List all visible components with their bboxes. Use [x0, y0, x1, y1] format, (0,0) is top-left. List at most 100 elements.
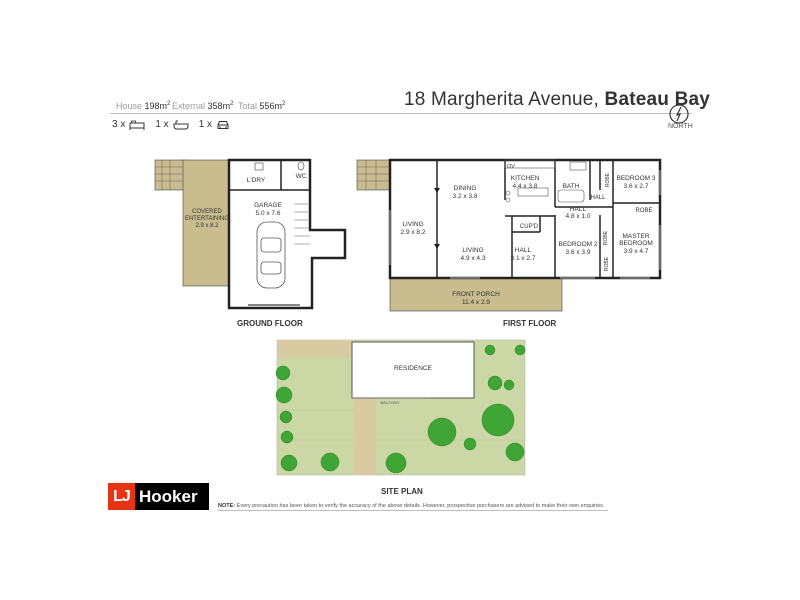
bathroom-count-text: 1 x [155, 119, 169, 130]
note-label: NOTE: [218, 503, 236, 509]
ground-room-dim: 2.9 x 8.2 [195, 223, 219, 229]
garage-count-text: 1 x [198, 119, 213, 130]
first-room-dim: 3.6 x 2.7 [624, 183, 649, 190]
first-room-dim: 3.1 x 2.7 [511, 255, 536, 262]
bath-icon [173, 120, 189, 129]
ground-room-label: COVERED [192, 209, 222, 215]
tree-icon [505, 442, 525, 462]
kitchen-bench [504, 159, 556, 169]
site-balcony-label: BALCONY [380, 400, 399, 405]
first-room-label: ROBE [604, 256, 610, 271]
site-residence [351, 341, 475, 399]
site-plan: RESIDENCE BALCONY [275, 339, 526, 476]
first-room-dim: 3.9 x 4.7 [624, 248, 649, 255]
lj-hooker-logo: LJ Hooker [108, 483, 209, 510]
first-room-dim: 3.2 x 3.8 [453, 193, 478, 200]
first-room-dim: 4.8 x 1.0 [566, 213, 591, 220]
external-area-value: 358m [207, 101, 231, 111]
wc-toilet [297, 161, 305, 171]
bathroom-count: 1 x [155, 119, 189, 130]
vanity [569, 161, 587, 171]
car-icon [217, 120, 229, 129]
first-room-dim: 11.4 x 2.9 [462, 299, 490, 306]
cooktop-icon [505, 190, 511, 196]
disclaimer-note: NOTE: Every precaution has been taken to… [218, 503, 604, 509]
direction-arrow-icon [434, 188, 440, 193]
site-plan-title: SITE PLAN [381, 487, 423, 496]
property-address: 18 Margherita Avenue, Bateau Bay [404, 89, 710, 111]
bathtub [557, 189, 585, 203]
squared-sup: 2 [230, 101, 234, 107]
external-area-label: External [172, 101, 206, 111]
garage-stair-treads [294, 203, 310, 245]
first-room-label: LIVING [462, 247, 483, 254]
external-area: External 358m2 [172, 101, 233, 111]
first-room-label: ROBE [605, 172, 611, 187]
direction-arrow-icon [434, 244, 440, 249]
squared-sup: 2 [282, 101, 286, 107]
total-area-value: 556m [259, 101, 283, 111]
site-top-strip [277, 340, 352, 358]
covered-entertaining-area [182, 159, 230, 287]
address-street: 18 Margherita Avenue, [404, 89, 600, 110]
first-room-label: HALL [570, 206, 587, 213]
ground-floor-plan: L'DRY WC GARAGE 5.0 x 7.6 COVERED ENTERT… [154, 158, 347, 310]
first-room-dim: 4.9 x 4.3 [461, 255, 486, 262]
first-floor-windows [389, 170, 661, 279]
cooktop-icon [505, 197, 511, 203]
footer-divider [218, 510, 608, 511]
tree-icon [514, 344, 526, 356]
tree-icon [427, 417, 457, 447]
first-room-label: HALL [590, 195, 606, 201]
first-room-label: MASTER [622, 233, 649, 240]
first-room-dim: 3.6 x 3.9 [566, 249, 591, 256]
house-area-value: 198m [144, 101, 168, 111]
logo-mark: LJ [108, 483, 135, 510]
first-room-label: CUP'D [520, 224, 539, 230]
first-room-label: LIVING [402, 221, 423, 228]
tree-icon [503, 379, 515, 391]
ground-room-label: WC [296, 173, 307, 180]
first-room-dim: 4.4 x 3.8 [513, 183, 538, 190]
ground-room-label: ENTERTAINING [185, 216, 229, 222]
first-floor-stairs [356, 159, 391, 191]
first-room-label: BEDROOM 2 [558, 241, 597, 248]
tree-icon [275, 365, 291, 381]
total-area: Total 556m2 [238, 101, 285, 111]
site-path [354, 395, 376, 475]
kitchen-island [517, 187, 549, 197]
first-room-label: DINING [454, 185, 477, 192]
garage-count: 1 x [199, 119, 230, 130]
house-area-label: House [116, 101, 143, 111]
tree-icon [487, 375, 503, 391]
tree-icon [385, 452, 407, 474]
north-label: NORTH [668, 123, 693, 130]
car-drawing [256, 221, 286, 289]
first-room-dim: 2.9 x 8.2 [401, 229, 426, 236]
tree-icon [320, 452, 340, 472]
first-room-label: OV [507, 164, 515, 170]
first-room-label: BEDROOM 3 [616, 175, 655, 182]
ground-stair-treads [155, 160, 183, 190]
header-divider [110, 113, 692, 114]
first-stair-treads [357, 160, 390, 190]
ground-room-dim: 5.0 x 7.6 [256, 210, 281, 217]
first-room-label: BEDROOM [619, 240, 653, 247]
ground-room-label: L'DRY [247, 177, 266, 184]
north-arrow-icon [669, 104, 689, 124]
ground-floor-title: GROUND FLOOR [237, 319, 303, 328]
site-trees [275, 344, 526, 474]
tree-icon [280, 454, 298, 472]
site-residence-label: RESIDENCE [394, 365, 433, 372]
first-room-label: HALL [515, 247, 532, 254]
tree-icon [279, 410, 293, 424]
address-suburb: Bateau Bay [604, 89, 711, 110]
first-room-label: KITCHEN [511, 175, 540, 182]
ground-room-label: GARAGE [254, 202, 282, 209]
first-floor-plan: DINING 3.2 x 3.8 KITCHEN 4.4 x 3.8 OV BA… [356, 158, 662, 312]
first-room-label: FRONT PORCH [452, 291, 500, 298]
laundry-tub [254, 162, 264, 171]
first-room-label: BATH [563, 183, 580, 190]
tree-icon [484, 344, 496, 356]
